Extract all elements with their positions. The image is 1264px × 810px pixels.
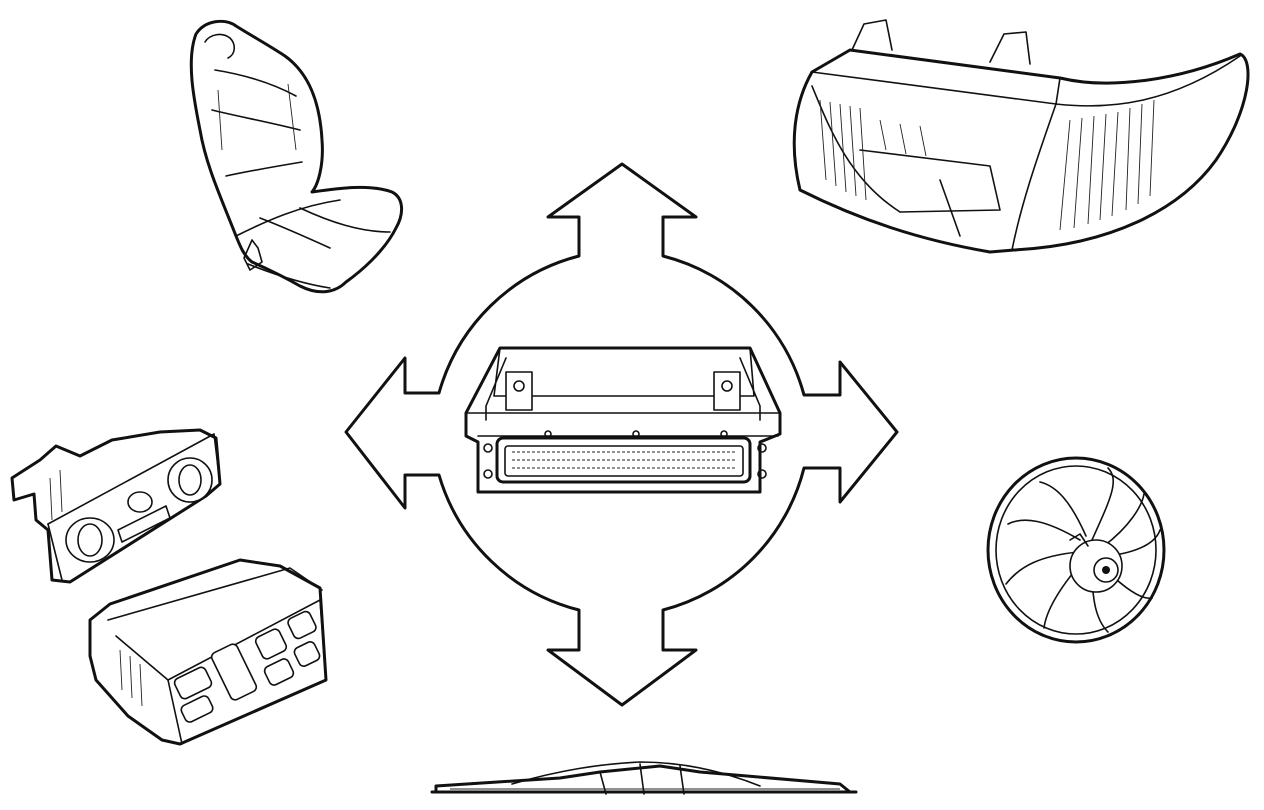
heater-control-panel-illustration: [10, 428, 222, 584]
climate-control-panel-illustration: [88, 558, 328, 746]
cooling-fan-illustration: [986, 456, 1166, 644]
headlamp-illustration: [792, 19, 1250, 254]
wiper-blade-illustration: [430, 761, 858, 795]
seat-illustration: [189, 19, 403, 294]
ecu-module: [464, 346, 782, 494]
